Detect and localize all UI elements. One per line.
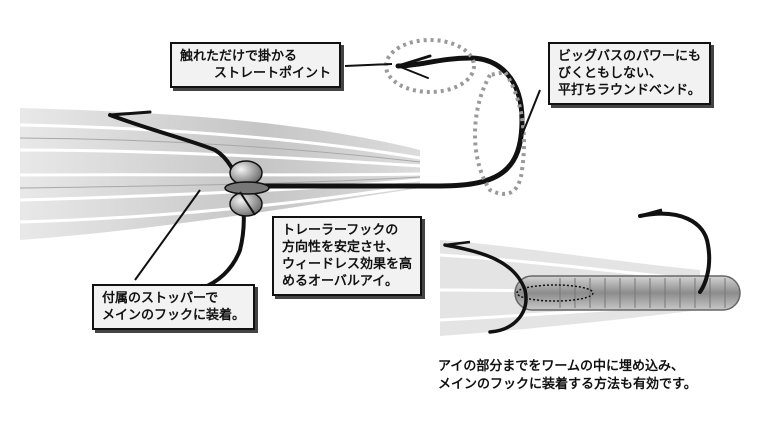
- point-highlight: [384, 38, 476, 94]
- bead-stopper: [224, 160, 270, 217]
- callout-line: めるオーバルアイ。: [282, 274, 398, 289]
- inset-main-hook: [638, 211, 712, 294]
- callout-line: ビッグバスのパワーにも: [558, 49, 702, 64]
- callout-line: ストレートポイント: [214, 66, 332, 81]
- callout-line: トレーラーフックの: [282, 223, 399, 238]
- inset-trailer-hook: [443, 243, 528, 334]
- callout-line: 方向性を安定させ、: [282, 240, 400, 255]
- callout-line: メインのフックに装着。: [102, 308, 246, 323]
- caption-line: アイの部分までをワームの中に埋め込み、: [438, 359, 684, 374]
- embedded-eye: [516, 284, 594, 302]
- callout-line: 平打ちラウンドベンド。: [558, 83, 701, 98]
- callout-line: びくともしない、: [558, 66, 663, 81]
- callout-stopper: 付属のストッパーで メインのフックに装着。: [92, 284, 256, 330]
- callout-trailer-hook: トレーラーフックの 方向性を安定させ、 ウィードレス効果を高 めるオーバルアイ。: [272, 216, 423, 296]
- callout-line: 触れただけで掛かる: [180, 49, 298, 64]
- inset-caption: アイの部分までをワームの中に埋め込み、 メインのフックに装着する方法も有効です。: [438, 358, 697, 394]
- callout-round-bend: ビッグバスのパワーにも びくともしない、 平打ちラウンドベンド。: [548, 42, 712, 105]
- callout-line: 付属のストッパーで: [102, 291, 219, 306]
- leader-lines: [134, 63, 541, 281]
- worm-body: [514, 275, 741, 311]
- main-hook: [247, 54, 525, 189]
- callout-straight-point: 触れただけで掛かる ストレートポイント: [170, 42, 342, 88]
- worm-rig-inset: [439, 208, 741, 336]
- caption-line: メインのフックに装着する方法も有効です。: [438, 377, 697, 392]
- callout-line: ウィードレス効果を高: [282, 257, 413, 272]
